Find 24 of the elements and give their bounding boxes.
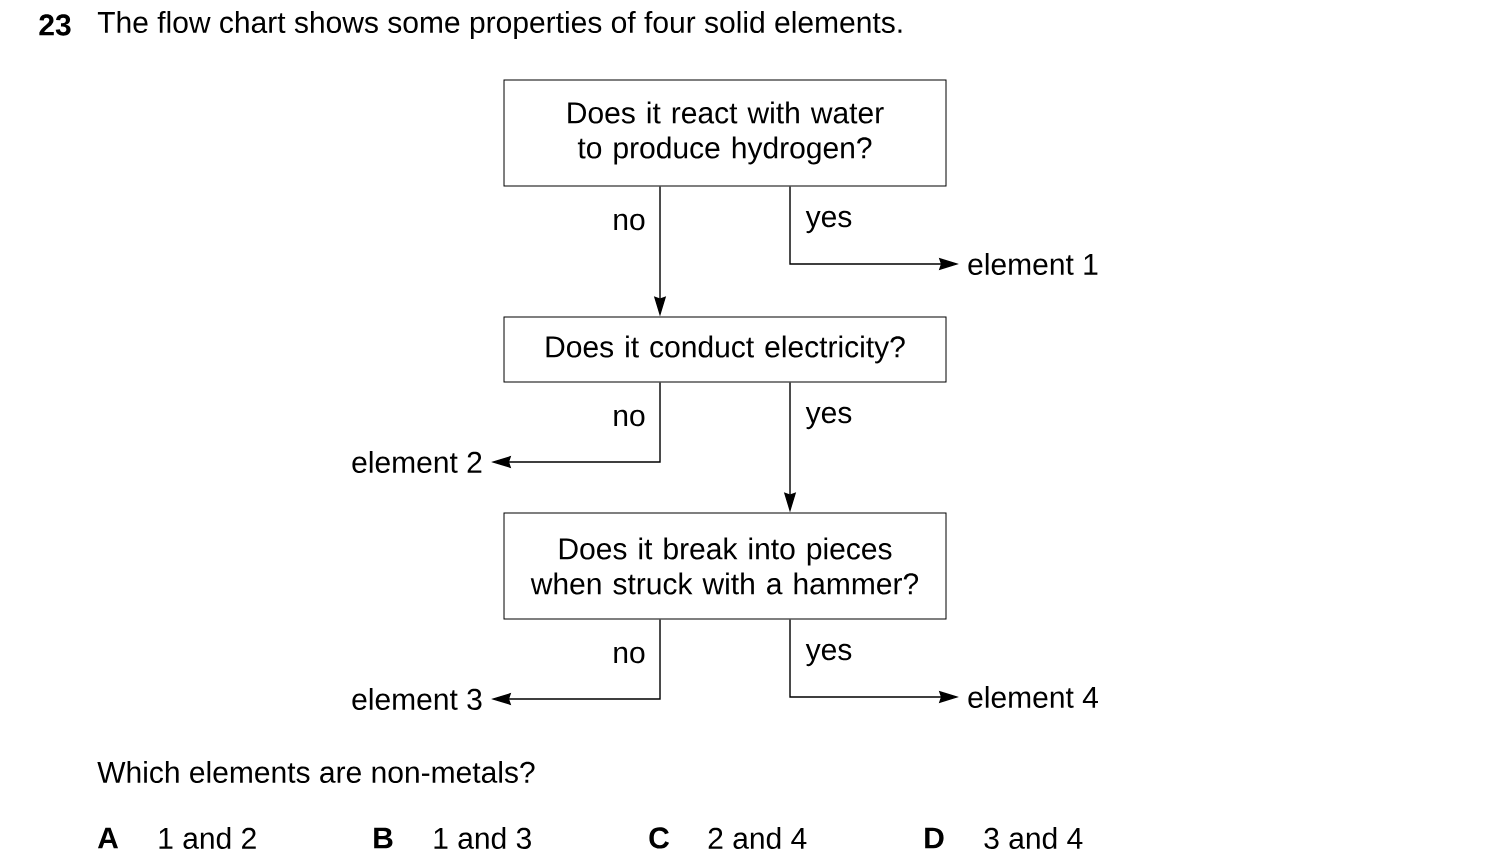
title: The flow chart shows some properties of four solid elements. (97, 11, 902, 39)
edge-label: no (611, 212, 647, 232)
option-text: 3 and 4 (984, 827, 1083, 849)
edge-label: no (611, 408, 647, 428)
question-box: Does it break into pieces when struck with a hammer? (503, 512, 947, 620)
outcome-label: element 4 (968, 686, 1098, 708)
option-text: 1 and 3 (434, 827, 531, 849)
edge-label: yes (804, 209, 854, 235)
option-text: 2 and 4 (708, 827, 807, 849)
question-box: Does it react with water to produce hydrogen? (503, 79, 947, 187)
outcome-label: element 1 (968, 253, 1098, 275)
option-letter: B (374, 827, 393, 849)
edge-label: yes (804, 642, 854, 668)
option-letter: A (97, 827, 119, 849)
edge-label: yes (804, 405, 854, 431)
option-letter: D (925, 827, 944, 849)
outcome-label: element 2 (352, 451, 482, 473)
question-number: 23 (39, 14, 71, 36)
option-letter: C (649, 827, 669, 849)
edge-label: no (611, 645, 647, 665)
question-box: Does it conduct electricity? (503, 316, 947, 383)
outcome-label: element 3 (352, 688, 482, 710)
option-text: 1 and 2 (159, 827, 256, 849)
question-text: Which elements are non-metals? (97, 761, 535, 783)
